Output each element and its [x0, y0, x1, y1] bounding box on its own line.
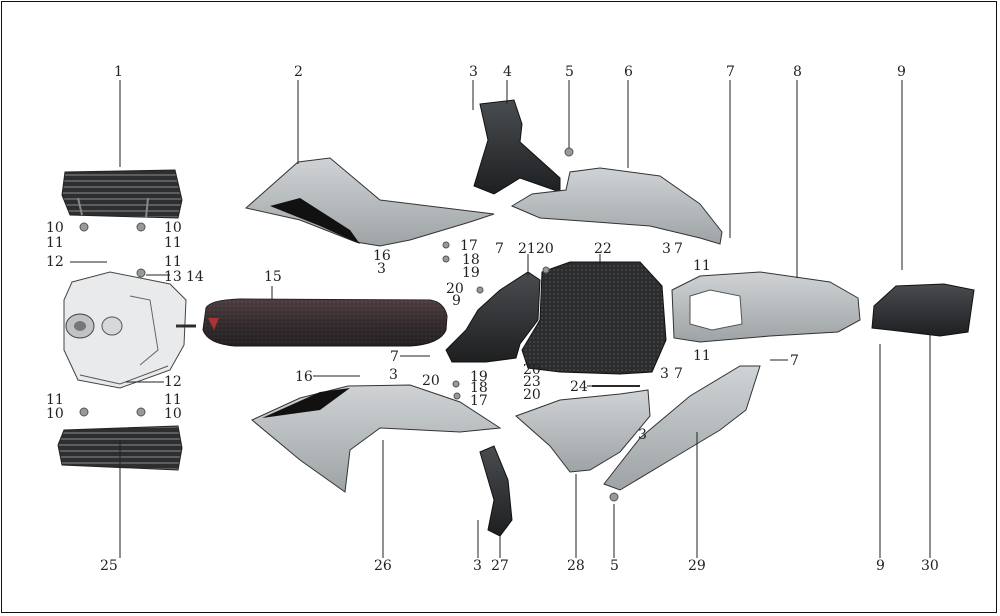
callout-3: 3	[662, 241, 671, 257]
rear-side-panel-upper	[510, 167, 723, 245]
callout-22: 22	[594, 241, 612, 257]
callout-12: 12	[46, 254, 64, 270]
callout-2: 2	[294, 64, 303, 80]
callout-3: 3	[473, 558, 482, 574]
callout-12: 12	[164, 374, 182, 390]
callout-11: 11	[693, 258, 711, 274]
callout-4: 4	[503, 64, 512, 80]
rear-fender	[671, 271, 861, 343]
callout-18: 18	[462, 252, 480, 268]
callout-7: 7	[790, 353, 799, 369]
callout-14: 14	[186, 269, 204, 285]
radiator-louver-top	[61, 169, 183, 219]
callout-10: 10	[46, 406, 64, 422]
callout-11: 11	[164, 235, 182, 251]
callout-10: 10	[164, 220, 182, 236]
callout-10: 10	[164, 406, 182, 422]
callout-25: 25	[100, 558, 118, 574]
callout-1: 1	[114, 64, 123, 80]
seat	[202, 298, 448, 347]
callout-3: 3	[377, 261, 386, 277]
callout-3: 3	[389, 367, 398, 383]
rear-side-panel-lower	[603, 365, 761, 491]
callout-9: 9	[876, 558, 885, 574]
callout-7: 7	[495, 241, 504, 257]
callout-3: 3	[638, 427, 647, 443]
callout-16: 16	[295, 369, 313, 385]
callout-20: 20	[523, 362, 541, 378]
callout-28: 28	[567, 558, 585, 574]
callout-17: 17	[470, 393, 488, 409]
callout-5: 5	[610, 558, 619, 574]
callout-20: 20	[422, 373, 440, 389]
callout-23: 23	[523, 374, 541, 390]
front-side-panel-upper	[244, 157, 495, 247]
callout-7: 7	[390, 349, 399, 365]
callout-6: 6	[624, 64, 633, 80]
callout-8: 8	[793, 64, 802, 80]
callout-20: 20	[446, 281, 464, 297]
callout-3: 3	[660, 366, 669, 382]
callout-11: 11	[164, 392, 182, 408]
callout-16: 16	[373, 248, 391, 264]
lower-mount-bracket	[479, 445, 513, 537]
callout-9: 9	[897, 64, 906, 80]
hardware	[79, 147, 619, 502]
callout-20: 20	[536, 241, 554, 257]
callout-30: 30	[921, 558, 939, 574]
callout-24: 24	[570, 379, 588, 395]
callout-17: 17	[460, 238, 478, 254]
callout-20: 20	[523, 387, 541, 403]
callout-19: 19	[470, 369, 488, 385]
callout-11: 11	[164, 254, 182, 270]
callout-7: 7	[674, 241, 683, 257]
rear-cover	[871, 283, 975, 337]
front-mount-bracket	[473, 99, 561, 195]
callout-21: 21	[518, 241, 536, 257]
lower-side-panel	[515, 389, 651, 473]
callout-11: 11	[46, 392, 64, 408]
callout-10: 10	[46, 220, 64, 236]
callout-18: 18	[470, 380, 488, 396]
callout-26: 26	[374, 558, 392, 574]
front-side-panel-lower	[251, 384, 502, 493]
callout-5: 5	[565, 64, 574, 80]
callout-11: 11	[693, 348, 711, 364]
callout-7: 7	[726, 64, 735, 80]
callout-15: 15	[264, 269, 282, 285]
callout-27: 27	[491, 558, 509, 574]
callout-9: 9	[452, 293, 461, 309]
callout-7: 7	[674, 366, 683, 382]
callout-11: 11	[46, 235, 64, 251]
callout-19: 19	[462, 265, 480, 281]
callout-labels: 1 2 3 4 5 6 7 8 9 10 10 11 11 11 12 13 1…	[46, 64, 939, 574]
callout-3: 3	[469, 64, 478, 80]
airbox-frame	[445, 271, 541, 363]
fuel-tank	[63, 271, 187, 389]
callout-29: 29	[688, 558, 706, 574]
callout-13: 13	[164, 269, 182, 285]
leader-lines	[70, 80, 931, 558]
airbox	[521, 261, 667, 375]
